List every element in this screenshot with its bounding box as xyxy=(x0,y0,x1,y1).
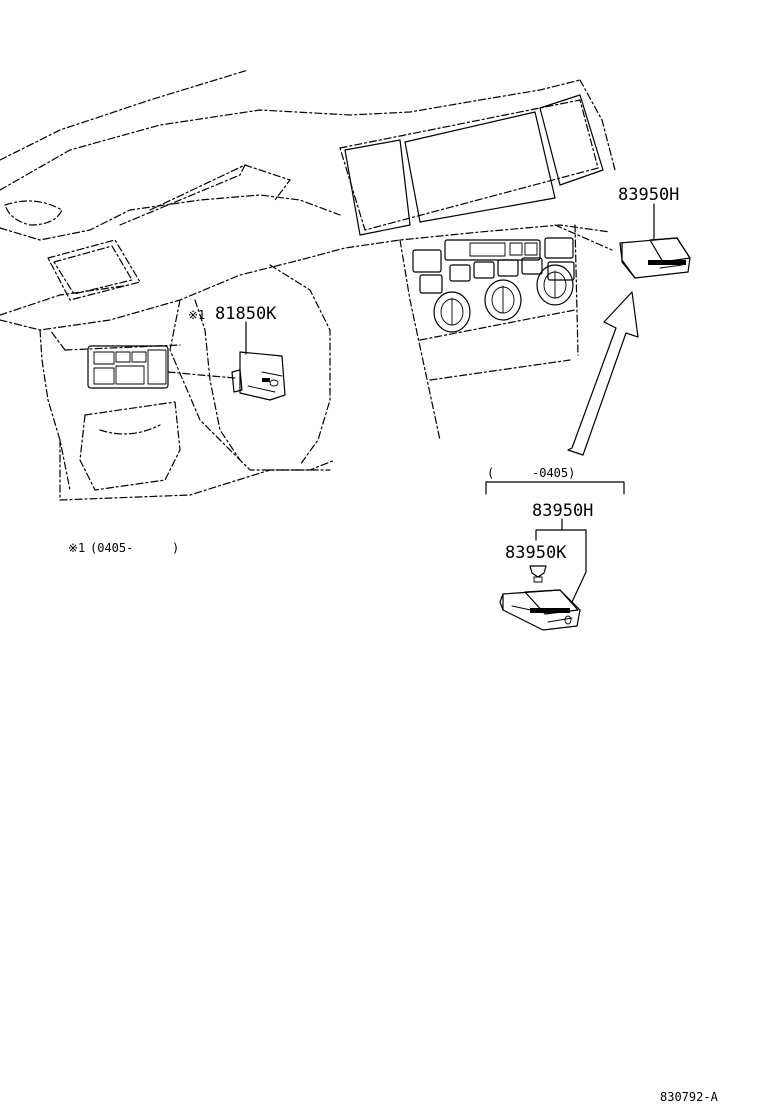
part-label-81850k: 81850K xyxy=(215,304,277,324)
dashboard-outline xyxy=(0,69,616,501)
part-label-83950k: 83950K xyxy=(505,543,567,563)
range-bracket xyxy=(485,481,625,495)
range-open-paren: ( xyxy=(487,466,494,480)
part-label-83950h-lower: 83950H xyxy=(532,501,593,521)
note-mark: ※1 xyxy=(68,541,85,555)
part-label-83950h-upper: 83950H xyxy=(618,185,679,205)
note-range: (0405- xyxy=(90,541,133,555)
range-value: -0405) xyxy=(532,466,575,480)
switch-81850k xyxy=(231,321,286,401)
note-mark-81850k: ※1 xyxy=(188,308,205,322)
direction-arrow xyxy=(567,291,639,456)
note-range-close: ) xyxy=(172,541,179,555)
switch-83950h-lower xyxy=(499,518,587,631)
figure-code: 830792-A xyxy=(660,1090,719,1104)
switch-83950h-upper xyxy=(619,203,691,279)
